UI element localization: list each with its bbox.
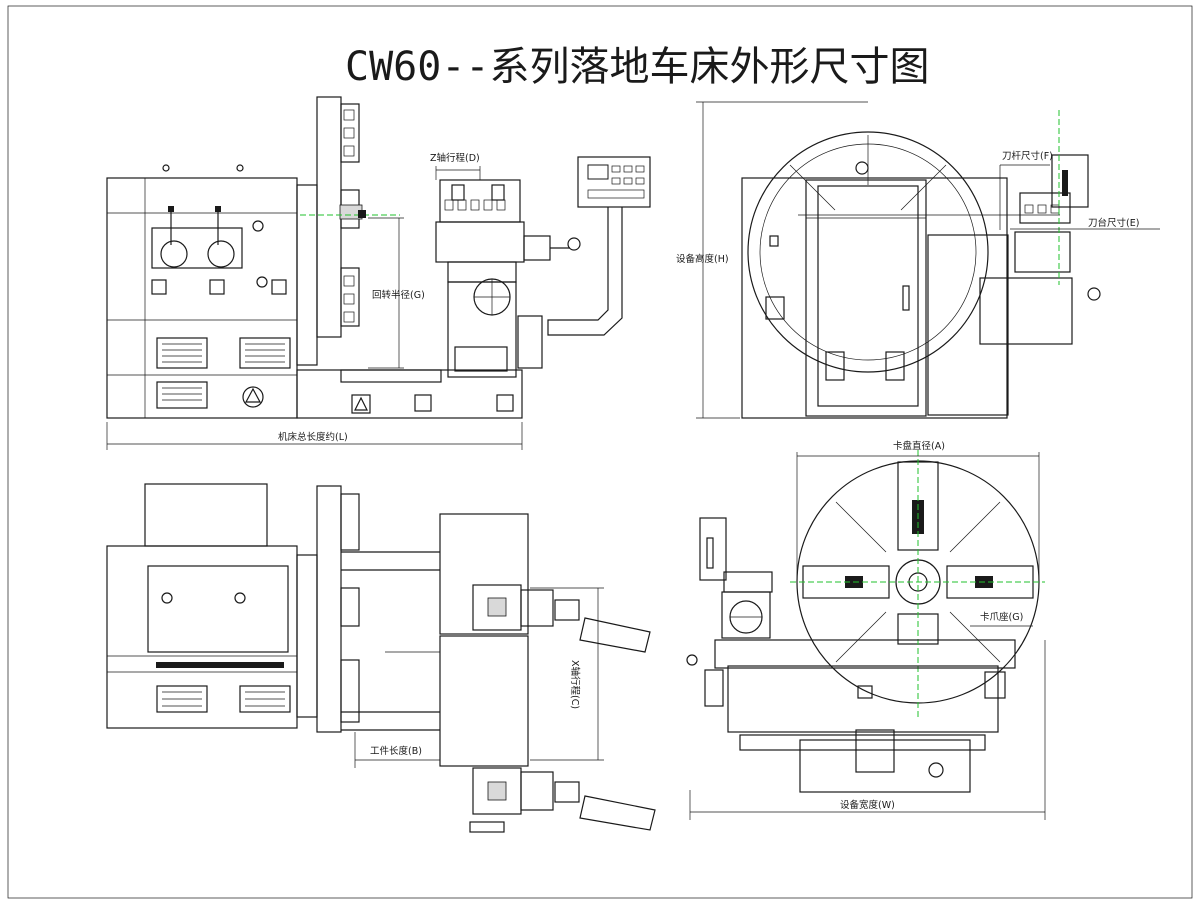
total-length-label: 机床总长度约(L) — [278, 431, 348, 443]
tool-bar-label: 刀杆尺寸(F) — [1002, 150, 1053, 162]
jaw-seat-label: 卡爪座(G) — [980, 611, 1023, 623]
chuck-diameter-label: 卡盘直径(A) — [893, 440, 945, 452]
swing-radius-label: 回转半径(G) — [372, 289, 425, 301]
tool-post-label: 刀台尺寸(E) — [1088, 217, 1139, 229]
z-travel-label: Z轴行程(D) — [430, 152, 480, 164]
top-view: X轴行程(C) 工件长度(B) — [106, 483, 656, 833]
front-view: Z轴行程(D) 回转半径(G) 机床总长度约(L) — [106, 96, 651, 450]
x-travel-label: X轴行程(C) — [569, 660, 581, 709]
drawing-title: CW60--系列落地车床外形尺寸图 — [345, 44, 930, 90]
side-view: 设备高度(H) 刀杆尺寸(F) 刀台尺寸(E) — [676, 101, 1160, 419]
drawing-frame — [7, 5, 1193, 899]
work-length-label: 工件长度(B) — [370, 745, 422, 757]
height-label: 设备高度(H) — [676, 253, 729, 265]
width-label: 设备宽度(W) — [840, 799, 895, 811]
end-view: 卡盘直径(A) 卡爪座(G) 设备宽度(W) — [686, 440, 1046, 820]
